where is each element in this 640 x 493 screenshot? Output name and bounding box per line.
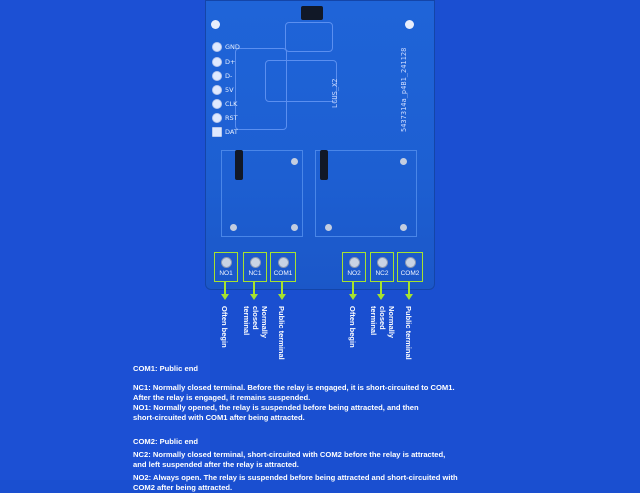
- note-nc1: Normally closed terminal: [242, 306, 269, 339]
- mount-hole-top-left: [211, 20, 220, 29]
- terminal-label: COM2: [400, 270, 420, 277]
- relay-board: GND D+ D- 5V CLK RST DAT LCUS_X2 5437314…: [205, 0, 435, 290]
- desc-nc2-line1: NC2: Normally closed terminal, short-cir…: [133, 450, 446, 459]
- arrow-down-icon: [278, 294, 286, 300]
- connector-line: [281, 281, 283, 295]
- terminal-nc2: NC2: [370, 252, 394, 282]
- screw-icon: [277, 257, 289, 268]
- solder-point: [400, 158, 407, 165]
- connector-line: [380, 281, 382, 295]
- pin-hole-clk: [212, 99, 222, 109]
- connector-line: [408, 281, 410, 295]
- board-trace: [285, 22, 333, 52]
- screw-icon: [376, 257, 388, 268]
- desc-no2-line2: COM2 after being attracted.: [133, 483, 233, 492]
- terminal-label: NC2: [375, 270, 389, 277]
- board-model-text: LCUS_X2: [331, 78, 339, 108]
- screw-icon: [249, 257, 261, 268]
- desc-no1-line1: NO1: Normally opened, the relay is suspe…: [133, 403, 419, 412]
- pin-hole-dat: [212, 127, 222, 137]
- terminal-label: COM1: [273, 270, 293, 277]
- desc-nc1-line1: NC1: Normally closed terminal. Before th…: [133, 383, 455, 392]
- arrow-down-icon: [250, 294, 258, 300]
- relay-2-pin: [320, 150, 328, 180]
- note-com1: Public terminal: [277, 306, 286, 360]
- arrow-down-icon: [377, 294, 385, 300]
- pin-label-dat: DAT: [225, 128, 238, 136]
- relay-1-area: [221, 150, 303, 237]
- terminal-no2: NO2: [342, 252, 366, 282]
- pin-label-gnd: GND: [225, 43, 240, 51]
- arrow-down-icon: [221, 294, 229, 300]
- description-block: COM1: Public end NC1: Normally closed te…: [133, 364, 513, 493]
- terminal-label: NC1: [248, 270, 262, 277]
- desc-com1: COM1: Public end: [133, 364, 198, 373]
- connector-line: [224, 281, 226, 295]
- desc-no2-line1: NO2: Always open. The relay is suspended…: [133, 473, 458, 482]
- connector-line: [253, 281, 255, 295]
- board-trace: [265, 60, 337, 102]
- terminal-nc1: NC1: [243, 252, 267, 282]
- terminal-label: NO1: [219, 270, 233, 277]
- pin-label-dminus: D-: [225, 72, 233, 80]
- relay-2-area: [315, 150, 417, 237]
- pin-hole-dplus: [212, 57, 222, 67]
- terminal-com1: COM1: [270, 252, 296, 282]
- pin-label-dplus: D+: [225, 58, 236, 66]
- usb-connector: [301, 6, 323, 20]
- board-trace: [235, 48, 287, 130]
- solder-point: [230, 224, 237, 231]
- desc-nc2-line2: and left suspended after the relay is at…: [133, 460, 299, 469]
- screw-icon: [348, 257, 360, 268]
- background-right: [440, 0, 640, 480]
- connector-line: [352, 281, 354, 295]
- solder-point: [325, 224, 332, 231]
- note-no2: Often begin: [348, 306, 357, 348]
- pin-label-5v: 5V: [225, 86, 234, 94]
- pin-hole-rst: [212, 113, 222, 123]
- solder-point: [400, 224, 407, 231]
- mount-hole-top-right: [405, 20, 414, 29]
- pin-hole-dminus: [212, 71, 222, 81]
- note-com2: Public terminal: [404, 306, 413, 360]
- desc-nc1-line2: After the relay is engaged, it remains s…: [133, 393, 311, 402]
- terminal-label: NO2: [347, 270, 361, 277]
- background-left: [0, 0, 210, 480]
- pin-label-clk: CLK: [225, 100, 238, 108]
- screw-icon: [404, 257, 416, 268]
- relay-1-pin: [235, 150, 243, 180]
- pin-label-rst: RST: [225, 114, 238, 122]
- terminal-no1: NO1: [214, 252, 238, 282]
- arrow-down-icon: [349, 294, 357, 300]
- terminal-com2: COM2: [397, 252, 423, 282]
- desc-no1-line2: short-circuited with COM1 after being at…: [133, 413, 305, 422]
- pin-hole-5v: [212, 85, 222, 95]
- desc-com2: COM2: Public end: [133, 437, 198, 446]
- pin-hole-gnd: [212, 42, 222, 52]
- board-serial-text: 5437314a_p4B1_241128: [400, 47, 408, 132]
- solder-point: [291, 224, 298, 231]
- arrow-down-icon: [405, 294, 413, 300]
- solder-point: [291, 158, 298, 165]
- note-no1: Often begin: [220, 306, 229, 348]
- note-nc2: Normally closed terminal: [369, 306, 396, 339]
- screw-icon: [220, 257, 232, 268]
